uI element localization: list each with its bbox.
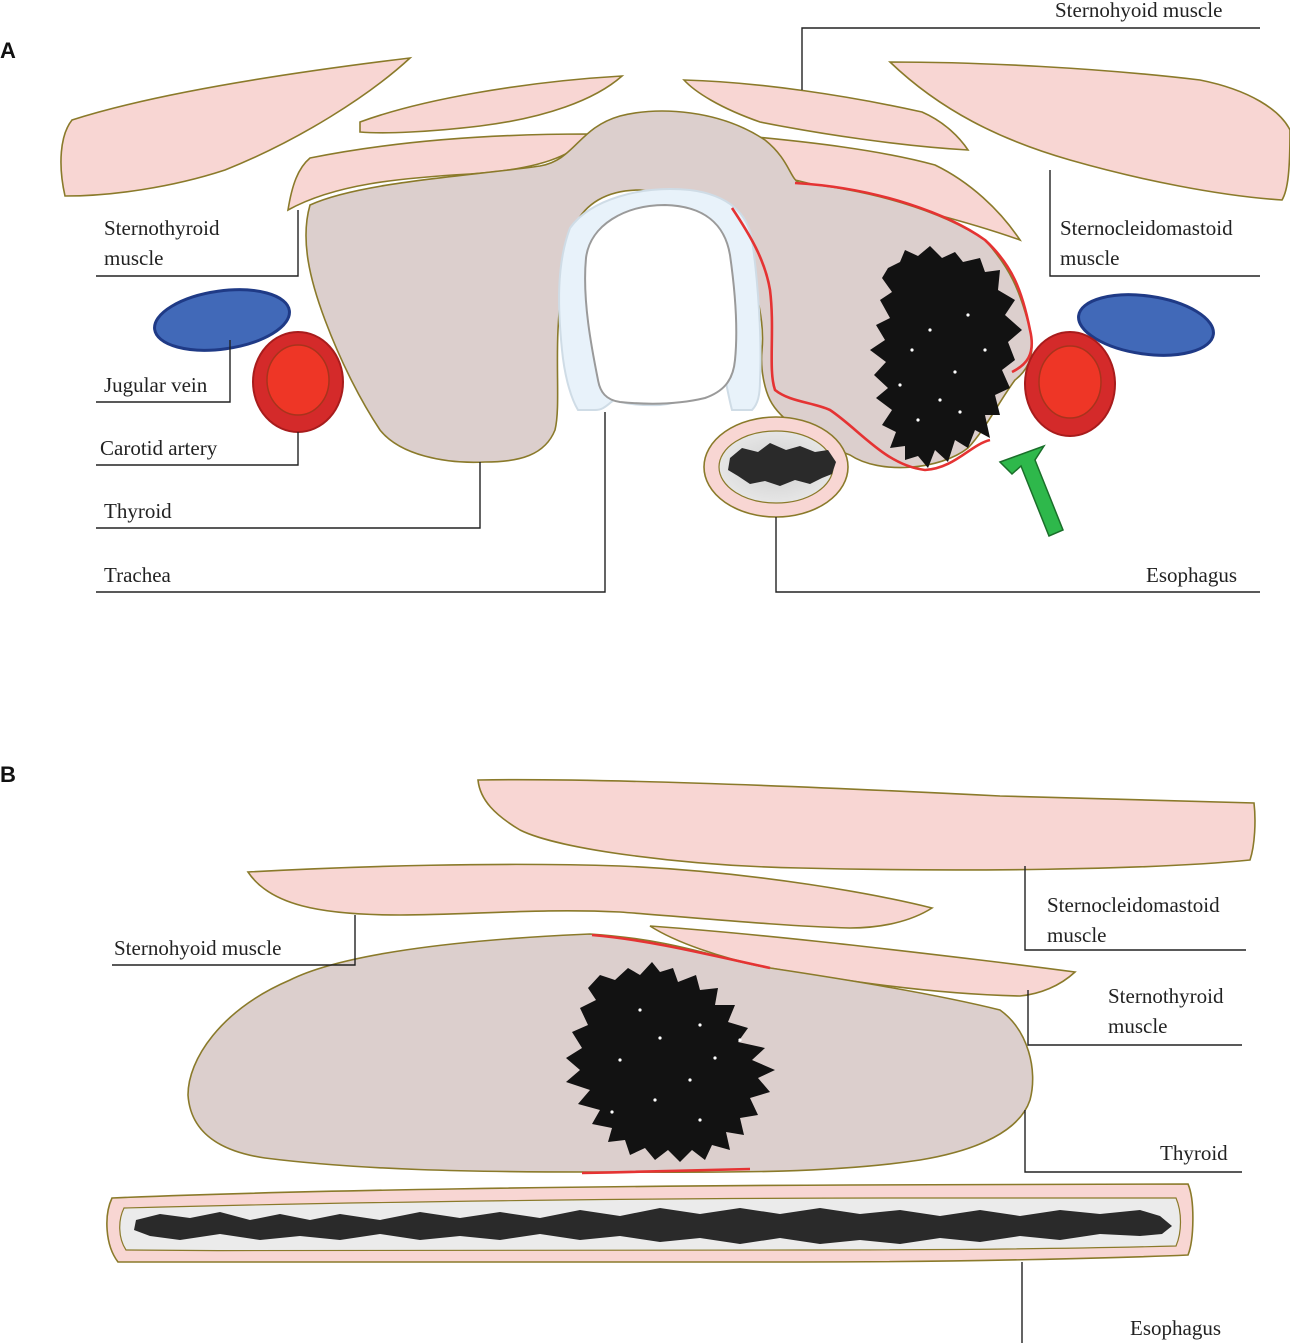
carotid-artery-left-lumen (266, 344, 330, 416)
label-scm-a-line2: muscle (1060, 246, 1119, 270)
sternocleidomastoid-b (477, 778, 1256, 871)
right-sternocleidomastoid (888, 61, 1290, 201)
tumor-b-specks (610, 1008, 742, 1122)
jugular-vein-right (1077, 293, 1215, 357)
leader-sternothyroid-a (96, 210, 299, 277)
leader-esophagus-a (775, 517, 1260, 593)
left-sternohyoid (359, 75, 625, 134)
label-scm-a-line1: Sternocleidomastoid (1060, 216, 1233, 240)
left-sternocleidomastoid (60, 56, 413, 197)
label-esophagus-a: Esophagus (1146, 563, 1237, 587)
leader-carotid-a (96, 432, 299, 466)
leader-sternohyoid-a (801, 27, 1260, 90)
green-arrow-icon (998, 444, 1064, 537)
thyroid-gland-a (305, 110, 1033, 469)
label-scm-b-line1: Sternocleidomastoid (1047, 893, 1220, 917)
carotid-artery-right-lumen (1038, 345, 1102, 419)
label-scm-b-line2: muscle (1047, 923, 1106, 947)
sternohyoid-b (246, 863, 935, 929)
panel-b: B (0, 762, 1256, 1343)
label-sternothyroid-a-line1: Sternothyroid (104, 216, 220, 240)
leader-jugular-a (96, 340, 231, 403)
capsule-outline-b-bottom (581, 1167, 751, 1175)
tumor-b (566, 962, 775, 1162)
leader-thyroid-b (1024, 1110, 1242, 1173)
trachea-lumen (584, 203, 738, 405)
leader-thyroid-a (96, 462, 481, 529)
esophagus-a-lumen (728, 443, 836, 486)
label-sternothyroid-a-line2: muscle (104, 246, 163, 270)
label-esophagus-b: Esophagus (1130, 1316, 1221, 1340)
leader-scm-b (1024, 866, 1246, 951)
label-sternohyoid-b: Sternohyoid muscle (114, 936, 281, 960)
leader-sternohyoid-b (112, 915, 356, 966)
leader-scm-a (1049, 170, 1260, 277)
tumor-a (870, 246, 1022, 468)
jugular-vein-left (153, 288, 291, 352)
leader-sternothyroid-b (1027, 990, 1242, 1046)
label-sternothyroid-b-line1: Sternothyroid (1108, 984, 1224, 1008)
label-thyroid-b: Thyroid (1160, 1141, 1228, 1165)
leader-trachea-a (96, 412, 606, 593)
label-thyroid-a: Thyroid (104, 499, 172, 523)
label-sternothyroid-b-line2: muscle (1108, 1014, 1167, 1038)
tumor-a-specks (898, 313, 987, 422)
label-carotid-a: Carotid artery (100, 436, 218, 460)
capsule-outline-a (730, 207, 991, 472)
label-sternohyoid-a: Sternohyoid muscle (1055, 0, 1222, 22)
right-sternohyoid (682, 79, 970, 151)
capsule-outline-b-top (591, 933, 771, 970)
label-trachea-a: Trachea (104, 563, 172, 587)
panel-a: A (0, 0, 1290, 593)
capsule-outline-a-upper (794, 181, 1033, 374)
panel-a-label: A (0, 38, 16, 63)
panel-b-label: B (0, 762, 16, 787)
label-jugular-a: Jugular vein (104, 373, 208, 397)
esophagus-b-lumen (134, 1208, 1172, 1244)
